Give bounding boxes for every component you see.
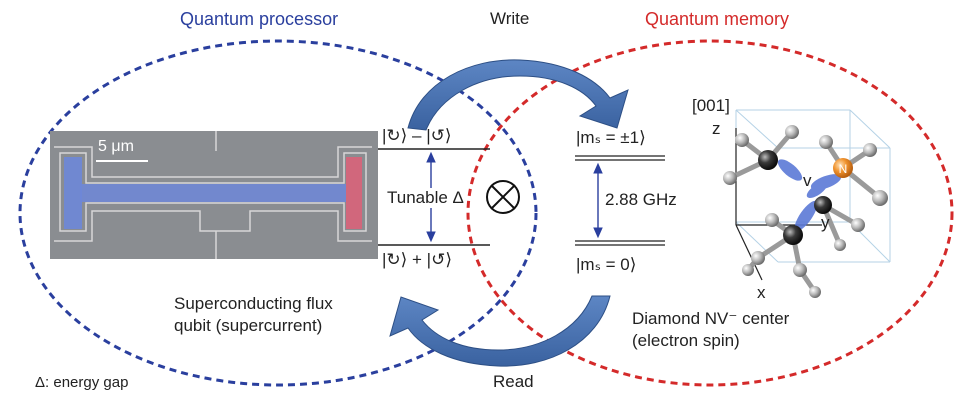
qubit-upper-state: |↻⟩ – |↺⟩: [382, 126, 452, 145]
axis-y-label: y: [821, 213, 830, 232]
spin-lower-level: [575, 240, 665, 246]
spin-upper-level: [575, 155, 665, 161]
axis-x-label: x: [757, 283, 766, 302]
read-arrow-icon: [389, 295, 611, 367]
memory-title: Quantum memory: [645, 9, 790, 29]
read-label: Read: [493, 372, 534, 391]
nv-center-structure: N: [723, 109, 891, 298]
spin-lower-state: |mₛ = 0⟩: [576, 255, 637, 274]
qubit-caption-line2: qubit (supercurrent): [174, 316, 323, 335]
nitrogen-atom: [833, 158, 853, 178]
scale-bar-label: 5 μm: [98, 138, 134, 155]
spin-upper-state: |mₛ = ±1⟩: [576, 128, 646, 147]
footnote: Δ: energy gap: [35, 374, 129, 391]
nitrogen-label: N: [839, 162, 848, 176]
nv-caption-line2: (electron spin): [632, 331, 740, 350]
qubit-micrograph: 5 μm: [50, 131, 378, 259]
qubit-caption-line1: Superconducting flux: [174, 294, 333, 313]
axis-z-label: z: [712, 119, 721, 138]
processor-ellipse: [18, 39, 538, 387]
tunable-label: Tunable Δ: [385, 188, 466, 209]
processor-title: Quantum processor: [180, 9, 339, 29]
memory-ellipse: [466, 39, 954, 387]
write-arrow-icon: [407, 59, 629, 131]
crystal-direction-label: [001]: [692, 96, 730, 115]
frequency-label: 2.88 GHz: [605, 190, 677, 209]
spin-gap-arrow-icon: [593, 162, 603, 239]
coupling-symbol-icon: [486, 180, 520, 214]
nv-caption-line1: Diamond NV⁻ center: [632, 309, 790, 328]
write-label: Write: [490, 9, 530, 28]
vacancy-label: v: [803, 171, 812, 190]
qubit-lower-state: |↻⟩ + |↺⟩: [382, 250, 452, 269]
